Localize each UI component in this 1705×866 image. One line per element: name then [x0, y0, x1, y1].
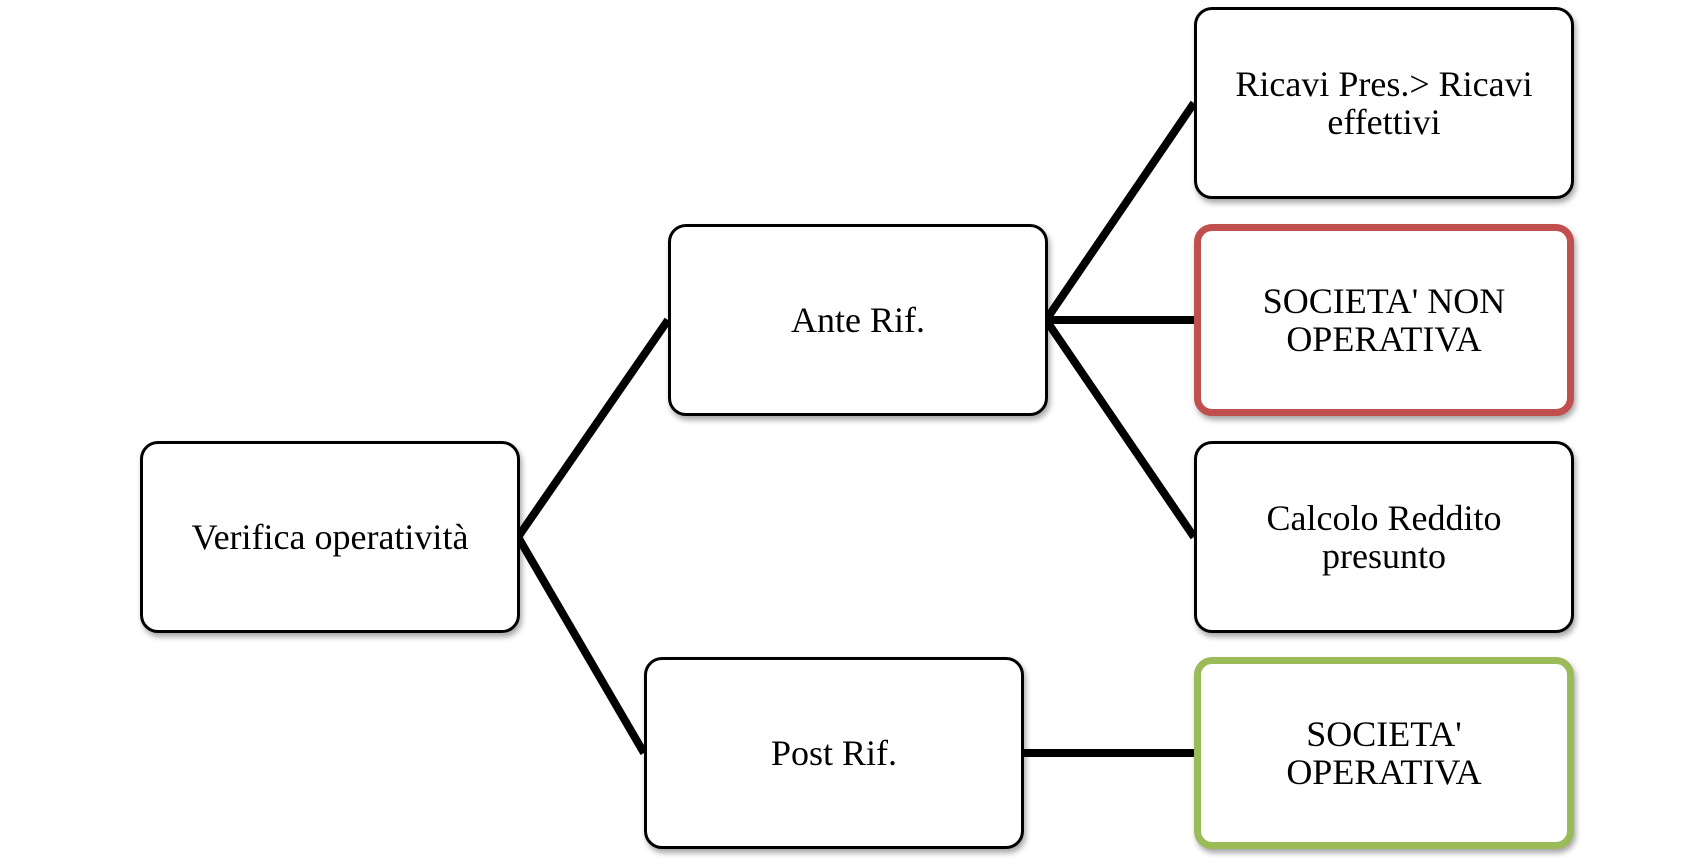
node-societa-operativa: SOCIETA' OPERATIVA	[1194, 657, 1574, 849]
node-societa-non-operativa: SOCIETA' NON OPERATIVA	[1194, 224, 1574, 416]
node-label: Ante Rif.	[791, 300, 925, 340]
node-label: Verifica operatività	[191, 517, 469, 557]
node-label: SOCIETA' NON OPERATIVA	[1262, 281, 1506, 359]
node-label: Calcolo Reddito presunto	[1266, 498, 1502, 576]
edge-ante-ricavi	[1042, 100, 1198, 323]
edge-root-ante	[514, 317, 672, 540]
node-post-rif: Post Rif.	[644, 657, 1024, 849]
node-label: SOCIETA' OPERATIVA	[1286, 714, 1482, 792]
node-ante-rif: Ante Rif.	[668, 224, 1048, 416]
node-calcolo-reddito: Calcolo Reddito presunto	[1194, 441, 1574, 633]
node-verifica-operativita: Verifica operatività	[140, 441, 520, 633]
node-ricavi: Ricavi Pres.> Ricavi effettivi	[1194, 7, 1574, 199]
node-label: Post Rif.	[770, 733, 898, 773]
node-label: Ricavi Pres.> Ricavi effettivi	[1235, 64, 1533, 142]
edge-ante-calcolo	[1042, 317, 1198, 540]
edge-root-post	[514, 534, 648, 756]
